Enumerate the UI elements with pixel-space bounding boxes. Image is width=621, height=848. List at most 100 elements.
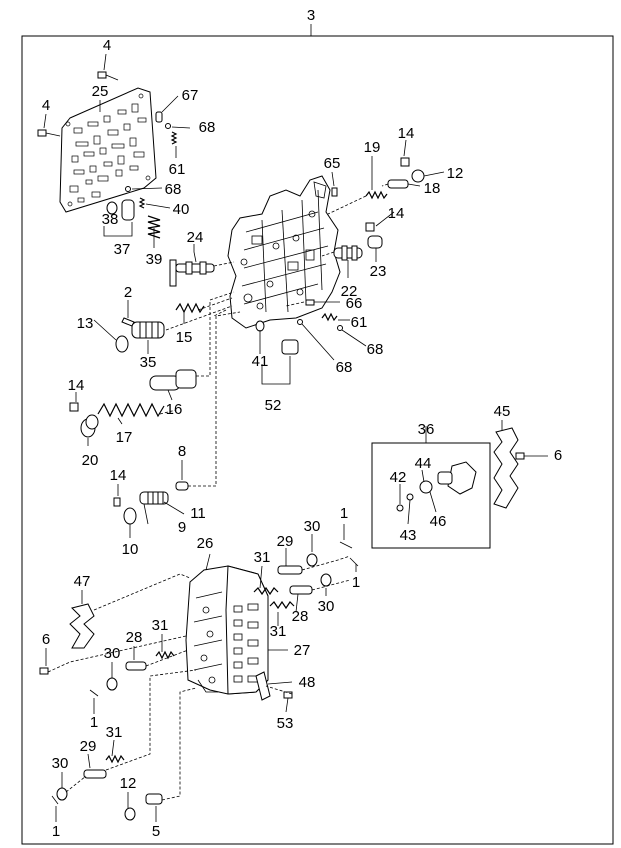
- spring-31-c: [155, 650, 175, 660]
- block-14-lower: [113, 497, 121, 507]
- spring-31-b: [269, 600, 295, 610]
- plug-10: [123, 507, 137, 525]
- callout-2: 2: [124, 284, 132, 301]
- plate-bolt-left: [37, 129, 61, 137]
- callout-52: 52: [265, 397, 282, 414]
- o-ring-41: [255, 320, 265, 332]
- spring-15: [175, 302, 205, 314]
- callout-29-b: 29: [80, 738, 97, 755]
- callout-12-b: 12: [120, 775, 137, 792]
- filter-52: [281, 339, 299, 355]
- callout-12-a: 12: [447, 165, 464, 182]
- callout-1-a: 1: [340, 505, 348, 522]
- plug-38: [106, 199, 135, 221]
- pin-1-c: [89, 689, 99, 697]
- valve-29-upper: [277, 565, 303, 575]
- callout-19: 19: [364, 139, 381, 156]
- spring-31-a: [253, 586, 279, 596]
- callout-65: 65: [324, 155, 341, 172]
- callout-45: 45: [494, 403, 511, 420]
- callout-assembly: 3: [307, 7, 315, 24]
- valve-28-lower: [125, 661, 147, 671]
- callout-35: 35: [140, 354, 157, 371]
- callout-68-c: 68: [367, 341, 384, 358]
- callout-1-c: 1: [90, 714, 98, 731]
- solenoid-group-36: [371, 442, 491, 549]
- callout-31-d: 31: [106, 724, 123, 741]
- block-14-left: [69, 402, 79, 412]
- callout-5: 5: [152, 823, 160, 840]
- bracket-48: [255, 671, 271, 701]
- bracket-47: [69, 603, 95, 649]
- plug-13: [115, 335, 129, 353]
- callout-4-left: 4: [42, 97, 50, 114]
- callout-14-c: 14: [398, 125, 415, 142]
- callout-31-b: 31: [270, 623, 287, 640]
- plug-30-c: [106, 677, 118, 691]
- callout-68-b: 68: [165, 181, 182, 198]
- callout-41: 41: [252, 353, 269, 370]
- callout-30-d: 30: [52, 755, 69, 772]
- spring-61-right: [321, 312, 338, 322]
- pin-66: [305, 299, 315, 306]
- callout-17: 17: [116, 429, 133, 446]
- callout-20: 20: [82, 452, 99, 469]
- callout-16: 16: [166, 401, 183, 418]
- valve-18: [387, 179, 409, 189]
- spring-19: [365, 190, 388, 200]
- callout-66: 66: [346, 295, 363, 312]
- plug-30-a: [306, 553, 318, 567]
- valve-16: [149, 369, 197, 391]
- bracket-45: [493, 427, 519, 509]
- callout-31-c: 31: [152, 617, 169, 634]
- callout-68-d: 68: [336, 359, 353, 376]
- valve-9: [139, 491, 169, 505]
- bolt-6-left: [39, 667, 49, 675]
- bolt-6-right: [515, 452, 525, 460]
- valve-35: [131, 321, 165, 339]
- separator-plate: [59, 87, 157, 213]
- callout-29-a: 29: [277, 533, 294, 550]
- callout-15: 15: [176, 329, 193, 346]
- block-14-right: [365, 222, 375, 232]
- pin-1-a: [339, 541, 353, 549]
- callout-28-b: 28: [126, 629, 143, 646]
- plug-20: [80, 414, 99, 438]
- callout-8: 8: [178, 443, 186, 460]
- callout-10: 10: [122, 541, 139, 558]
- callout-30-c: 30: [104, 645, 121, 662]
- callout-labels: 3 4 4 25 67 68 61 68 40 38 37 39 24 2 13…: [42, 7, 562, 840]
- callout-4-upper: 4: [103, 37, 111, 54]
- callout-23: 23: [370, 263, 387, 280]
- spring-17: [97, 402, 165, 418]
- spring-40: [138, 197, 146, 209]
- callout-61-b: 61: [351, 314, 368, 331]
- callout-9: 9: [178, 519, 186, 536]
- callout-39: 39: [146, 251, 163, 268]
- callout-36: 36: [418, 421, 435, 438]
- callout-40: 40: [173, 201, 190, 218]
- assembly-paths: [47, 183, 389, 801]
- callout-11: 11: [190, 505, 206, 522]
- callout-61-a: 61: [169, 161, 186, 178]
- pin-1-d: [51, 795, 59, 805]
- valve-28-upper: [289, 585, 313, 595]
- callout-30-a: 30: [304, 518, 321, 535]
- callout-42: 42: [390, 469, 407, 486]
- check-ball-68-right: [337, 325, 343, 331]
- pin-1-b: [349, 557, 359, 567]
- callout-43: 43: [400, 527, 417, 544]
- callout-30-b: 30: [318, 598, 335, 615]
- plug-8: [175, 481, 189, 491]
- callout-68-a: 68: [199, 119, 216, 136]
- valve-5: [145, 793, 163, 805]
- leader-lines: [43, 53, 548, 822]
- valve-24: [169, 259, 215, 287]
- callout-37: 37: [114, 241, 131, 258]
- plug-23: [367, 235, 383, 249]
- callout-53: 53: [277, 715, 294, 732]
- callout-14-a: 14: [68, 377, 85, 394]
- plug-12-upper: [411, 169, 425, 183]
- callout-18: 18: [424, 180, 441, 197]
- valve-22: [333, 245, 363, 261]
